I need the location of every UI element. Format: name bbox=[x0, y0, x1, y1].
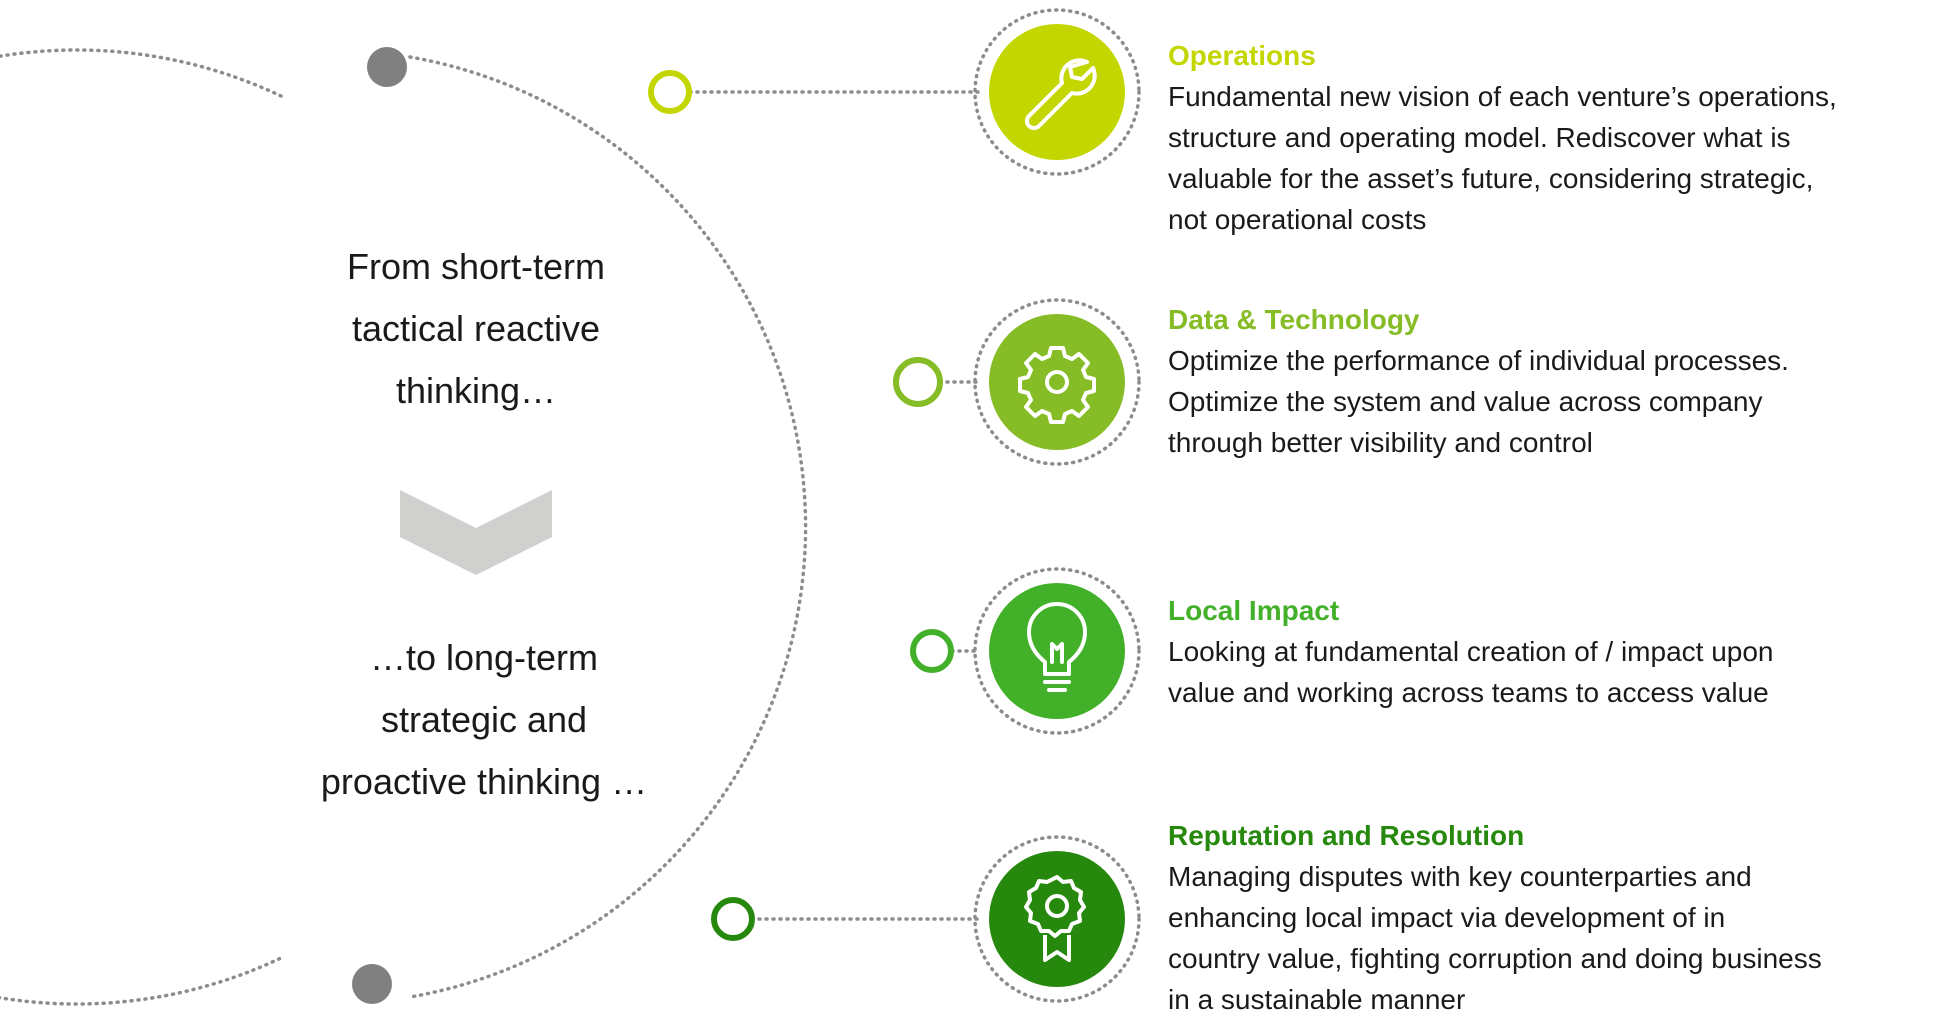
lightbulb-icon bbox=[1027, 602, 1087, 692]
icon-badge-operations bbox=[973, 8, 1141, 176]
icon-badge-data-technology bbox=[973, 298, 1141, 466]
top-end-dot bbox=[367, 47, 407, 87]
icon-badge-reputation bbox=[973, 835, 1141, 1003]
item-reputation: Reputation and Resolution Managing dispu… bbox=[1168, 818, 1928, 1020]
chevron-down-icon bbox=[400, 490, 552, 575]
item-description: Looking at fundamental creation of / imp… bbox=[1168, 636, 1774, 708]
award-ribbon-icon bbox=[1024, 875, 1086, 962]
item-title: Reputation and Resolution bbox=[1168, 820, 1525, 851]
item-title: Local Impact bbox=[1168, 595, 1340, 626]
node-ring-local-impact bbox=[910, 629, 954, 673]
dotted-arc bbox=[0, 48, 283, 1006]
item-description: Fundamental new vision of each venture’s… bbox=[1168, 81, 1837, 235]
item-data-technology: Data & Technology Optimize the performan… bbox=[1168, 302, 1928, 463]
item-operations: Operations Fundamental new vision of eac… bbox=[1168, 38, 1928, 240]
wrench-icon bbox=[1024, 58, 1097, 131]
left-top-text: From short-term tactical reactive thinki… bbox=[346, 246, 605, 411]
icon-badge-local-impact bbox=[973, 567, 1141, 735]
gear-icon bbox=[1018, 346, 1096, 424]
node-ring-operations bbox=[648, 70, 692, 114]
bottom-end-dot bbox=[352, 964, 392, 1004]
item-description: Managing disputes with key counterpartie… bbox=[1168, 861, 1822, 1015]
dotted-arc-right bbox=[408, 55, 808, 999]
item-title: Data & Technology bbox=[1168, 304, 1420, 335]
item-title: Operations bbox=[1168, 40, 1316, 71]
node-ring-data-technology bbox=[893, 357, 943, 407]
item-local-impact: Local Impact Looking at fundamental crea… bbox=[1168, 593, 1928, 713]
node-ring-reputation bbox=[711, 897, 755, 941]
item-description: Optimize the performance of individual p… bbox=[1168, 345, 1789, 458]
left-bottom-text: …to long-term strategic and proactive th… bbox=[320, 637, 648, 802]
